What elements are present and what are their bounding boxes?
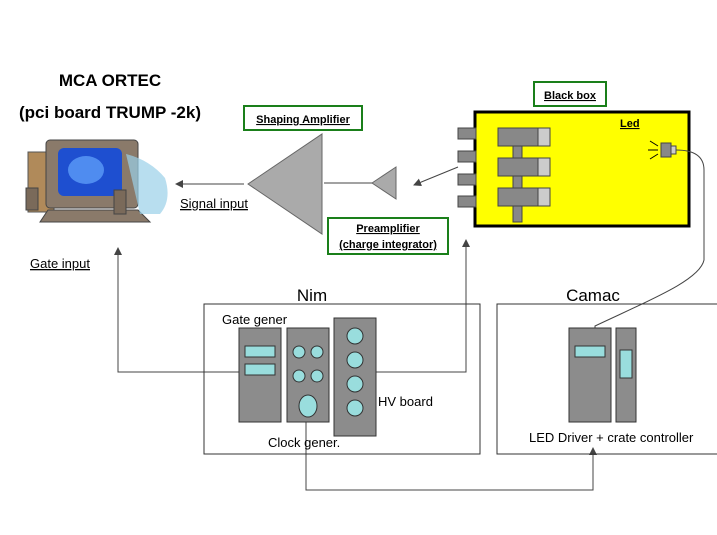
- signal-input-label: Signal input: [180, 196, 248, 211]
- mca-title: MCA ORTEC: [59, 71, 161, 90]
- shaping-amplifier-label-box: [243, 105, 363, 131]
- computer-icon: [25, 139, 168, 223]
- gate-gener-label: Gate gener: [222, 312, 288, 327]
- hv-board-module: [333, 317, 377, 437]
- nim-title: Nim: [297, 286, 327, 305]
- blackbox-to-preamp-arrow: [413, 166, 459, 187]
- led-label: Led: [620, 118, 640, 130]
- shaping-amplifier-label: Shaping Amplifier: [256, 114, 350, 126]
- gate-to-mca-arrow: [114, 247, 247, 373]
- preamplifier-sublabel: (charge integrator): [339, 239, 437, 251]
- camac-title: Camac: [566, 286, 620, 305]
- clock-to-camac-arrow: [305, 420, 597, 491]
- led-cable: [594, 149, 705, 330]
- clock-generator-module: [286, 327, 330, 423]
- nim-crate: [203, 303, 481, 455]
- led-driver-label: LED Driver + crate controller: [529, 430, 694, 445]
- led-icon: [648, 140, 677, 160]
- mca-subtitle: (pci board TRUMP -2k): [19, 103, 201, 122]
- black-box-label-box: [533, 81, 607, 107]
- led-driver-module: [568, 327, 612, 423]
- shaping-amplifier-triangle: [247, 133, 323, 235]
- black-box-label: Black box: [544, 90, 597, 102]
- preamplifier-label: Preamplifier: [356, 223, 420, 235]
- clock-gener-label: Clock gener.: [268, 435, 340, 450]
- preamplifier-triangle: [371, 166, 397, 200]
- gate-generator-module: [238, 327, 282, 423]
- gate-input-label: Gate input: [30, 256, 90, 271]
- camac-crate: [496, 303, 717, 455]
- hv-board-label: HV board: [378, 394, 433, 409]
- hv-to-blackbox-arrow: [376, 239, 470, 373]
- crate-controller-module: [615, 327, 637, 423]
- black-box: [457, 110, 691, 228]
- preamplifier-label-box: [327, 217, 449, 255]
